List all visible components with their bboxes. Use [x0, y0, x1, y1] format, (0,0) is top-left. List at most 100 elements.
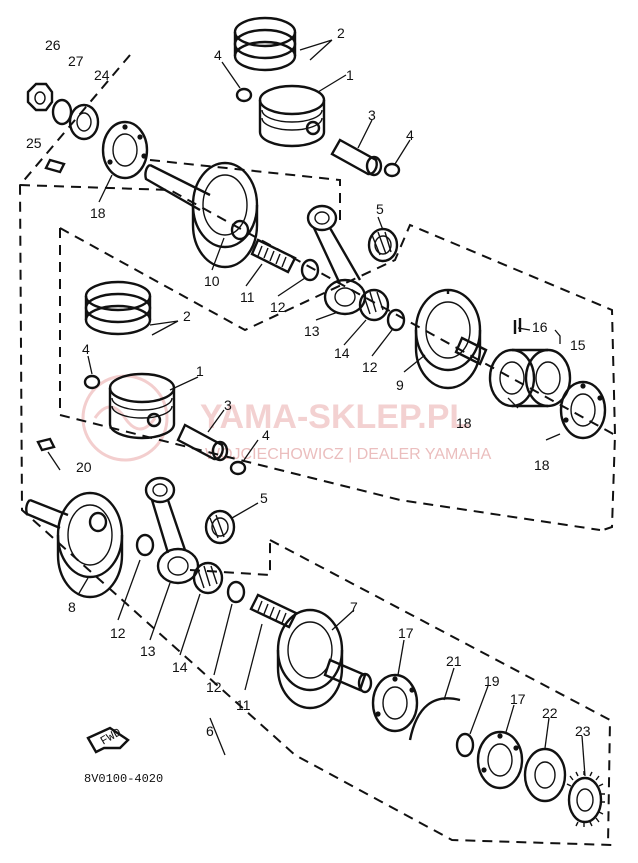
connecting-rod-upper — [306, 204, 367, 316]
piston-pin-clip-lower-right — [229, 460, 247, 476]
outline-top-link — [149, 159, 341, 225]
crank-pin-lower — [249, 593, 298, 629]
callout-13-lower: 13 — [140, 643, 156, 659]
callout-5-upper: 5 — [376, 201, 384, 217]
small-end-bearing-upper — [367, 227, 399, 263]
callout-17-b: 17 — [510, 691, 526, 707]
callout-24: 24 — [94, 67, 110, 83]
callout-27: 27 — [68, 53, 84, 69]
crank-web-lower-right — [25, 491, 124, 599]
callout-12-upper-b: 12 — [362, 359, 378, 375]
big-end-bearing-upper — [358, 288, 390, 322]
callout-3-upper: 3 — [368, 107, 376, 123]
main-bearing-right — [559, 380, 607, 440]
thrust-washer-upper-a — [300, 258, 320, 282]
callout-4-upper-right: 4 — [406, 127, 414, 143]
callout-1-upper: 1 — [346, 67, 354, 83]
outline-left-crank — [269, 539, 612, 846]
piston-rings-upper — [233, 16, 297, 72]
piston-pin-lower — [176, 423, 229, 462]
outline-right-crank — [19, 184, 617, 532]
crank-pin-upper — [250, 238, 297, 274]
gear — [566, 771, 605, 827]
piston-pin-upper — [330, 138, 383, 177]
group-outlines — [18, 54, 617, 846]
woodruff-key-lower — [36, 437, 56, 452]
piston-pin-clip-upper-right — [383, 162, 401, 178]
callout-1-lower: 1 — [196, 363, 204, 379]
callout-14-lower: 14 — [172, 659, 188, 675]
callout-10: 10 — [204, 273, 220, 289]
callout-8: 8 — [68, 599, 76, 615]
outline-inner-right — [59, 228, 601, 531]
callout-9: 9 — [396, 377, 404, 393]
callout-5-lower: 5 — [260, 490, 268, 506]
callout-12-upper-a: 12 — [270, 299, 286, 315]
callout-7: 7 — [350, 599, 358, 615]
outline-piston-group — [59, 223, 616, 436]
callout-20: 20 — [76, 459, 92, 475]
big-end-bearing-lower — [192, 561, 224, 595]
callout-18-center: 18 — [456, 415, 472, 431]
callout-11-lower: 11 — [236, 697, 251, 713]
outline-left-link — [189, 540, 271, 577]
dowel-pin — [513, 318, 522, 334]
callout-11-upper: 11 — [240, 289, 255, 305]
crank-nut — [26, 82, 54, 112]
callout-16: 16 — [532, 319, 548, 335]
callout-4-lower-left: 4 — [82, 341, 90, 357]
lock-washer — [51, 98, 73, 126]
callout-labels: 2 1 4 3 4 5 2 1 3 4 4 5 26 27 24 25 18 1… — [26, 25, 591, 739]
callout-21: 21 — [446, 653, 462, 669]
main-bearing-center — [488, 348, 572, 408]
callout-23: 23 — [575, 723, 591, 739]
thrust-washer-upper-b — [386, 308, 406, 332]
main-bearing-lower-b — [476, 730, 524, 790]
callout-17-a: 17 — [398, 625, 414, 641]
callout-18-upper-left: 18 — [90, 205, 106, 221]
watermark-title: YAMA-SKLEP.PL — [200, 398, 470, 436]
crank-web-lower-left — [276, 608, 373, 710]
main-bearing-upper-left — [101, 120, 149, 180]
connecting-rod-lower — [144, 476, 200, 585]
outline-crankshaft-assembly — [18, 54, 613, 846]
woodruff-key-upper — [44, 158, 66, 174]
oil-seal-upper — [68, 103, 100, 141]
callout-2-upper: 2 — [337, 25, 345, 41]
callout-26: 26 — [45, 37, 61, 53]
piston-upper — [258, 84, 326, 148]
piston-pin-clip-lower-left — [83, 374, 101, 390]
callout-4-upper-left: 4 — [214, 47, 222, 63]
callout-12-lower-a: 12 — [110, 625, 126, 641]
callout-4-lower-right: 4 — [262, 427, 270, 443]
watermark: YAMA-SKLEP.PL WOJCIECHOWICZ | DEALER YAM… — [81, 374, 492, 463]
callout-2-lower: 2 — [183, 308, 191, 324]
callout-18-right: 18 — [534, 457, 550, 473]
callout-25: 25 — [26, 135, 42, 151]
watermark-subtitle: WOJCIECHOWICZ | DEALER YAMAHA — [205, 446, 492, 463]
main-bearing-lower-a — [371, 673, 419, 733]
callout-12-lower-b: 12 — [206, 679, 222, 695]
washer-19 — [455, 732, 475, 758]
piston-rings-lower — [84, 280, 152, 336]
thrust-washer-lower-b — [226, 580, 246, 604]
callout-14-upper: 14 — [334, 345, 350, 361]
circlip — [408, 697, 461, 741]
crank-web-left-upper — [414, 288, 488, 390]
callout-3-lower: 3 — [224, 397, 232, 413]
fwd-label: FWD — [98, 726, 124, 749]
callout-15: 15 — [570, 337, 586, 353]
callout-19: 19 — [484, 673, 500, 689]
diagram-code: 8V0100-4020 — [84, 772, 163, 786]
callout-13-upper: 13 — [304, 323, 320, 339]
forward-arrow-icon: FWD — [86, 726, 130, 754]
oil-seal-lower — [523, 747, 567, 803]
callout-22: 22 — [542, 705, 558, 721]
leader-lines — [47, 39, 586, 777]
piston-pin-clip-upper-left — [235, 87, 253, 103]
callout-6: 6 — [206, 723, 214, 739]
crank-web-right — [144, 161, 259, 269]
small-end-bearing-lower — [204, 509, 236, 545]
thrust-washer-lower-a — [135, 533, 155, 557]
